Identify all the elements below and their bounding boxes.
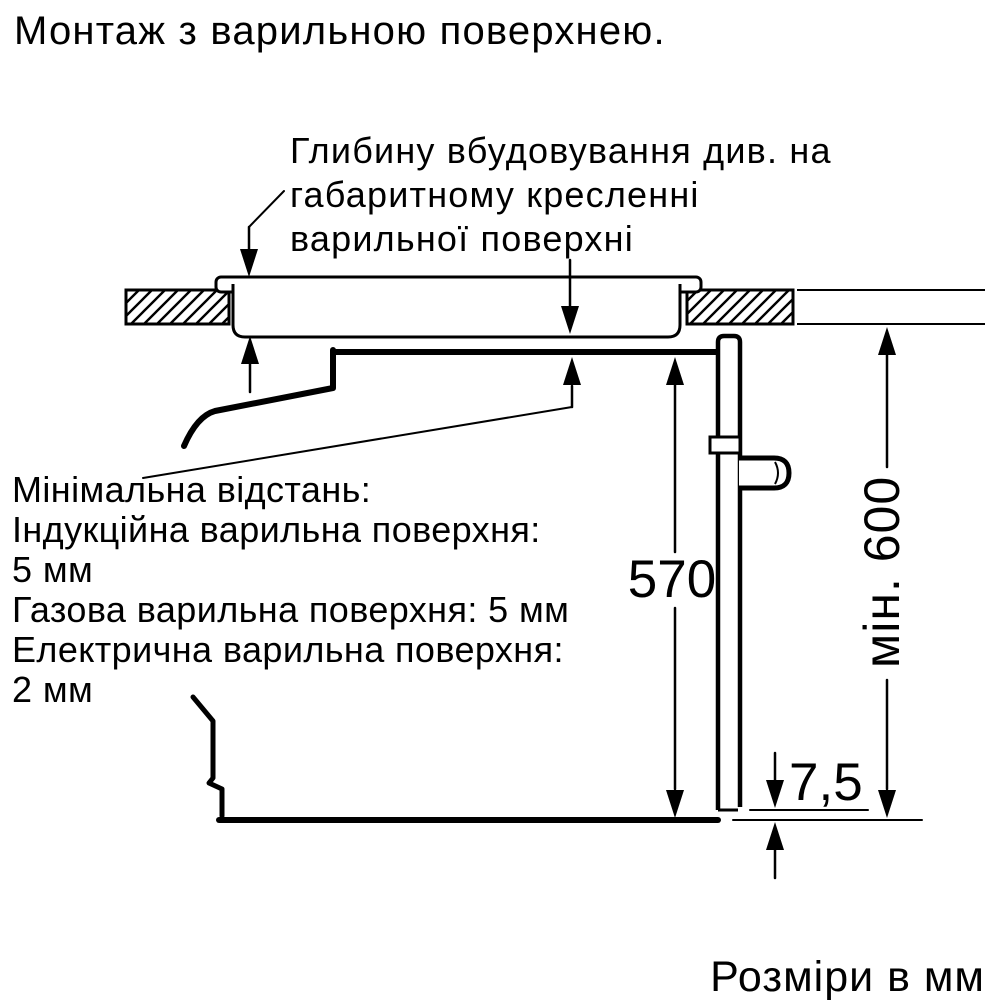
min-distance-note-line4: Газова варильна поверхня: 5 мм [12,589,569,630]
embed-depth-note-line1: Глибину вбудовування див. на [290,130,832,171]
embed-depth-note-line2: габаритному кресленні [290,174,700,215]
dim-570-line [666,357,684,818]
oven-front-panel [715,333,743,810]
min-distance-arrow-right [142,357,581,479]
depth-arrow-center [561,258,579,334]
depth-arrow-left [240,190,285,277]
min-distance-note-line3: 5 мм [12,549,93,590]
dim-label-min-600: мін. 600 [854,476,910,668]
oven-control-knob [739,455,792,491]
oven-panel-trim-notch [708,435,742,455]
min-distance-note-line5: Електрична варильна поверхня: [12,629,564,670]
min-distance-note-line1: Мінімальна відстань: [12,469,371,510]
worktop-right-section [685,288,795,326]
units-note: Розміри в мм [710,953,985,1000]
min-distance-arrow-left [241,336,259,394]
dim-7-5 [732,751,923,880]
page-title: Монтаж з варильною поверхнею. [14,9,666,53]
worktop-left-section [124,288,231,326]
min-distance-note-line2: Індукційна варильна поверхня: [12,509,541,550]
hob-tub-profile [231,284,682,339]
embed-depth-note-line3: варильної поверхні [290,218,634,259]
dim-600-line [878,327,896,818]
dim-label-7-5: 7,5 [789,753,863,812]
dim-label-570: 570 [628,550,716,609]
min-distance-note-line6: 2 мм [12,669,93,710]
oven-front-top-bend [181,347,336,449]
oven-rear-bottom-bend [190,694,225,819]
